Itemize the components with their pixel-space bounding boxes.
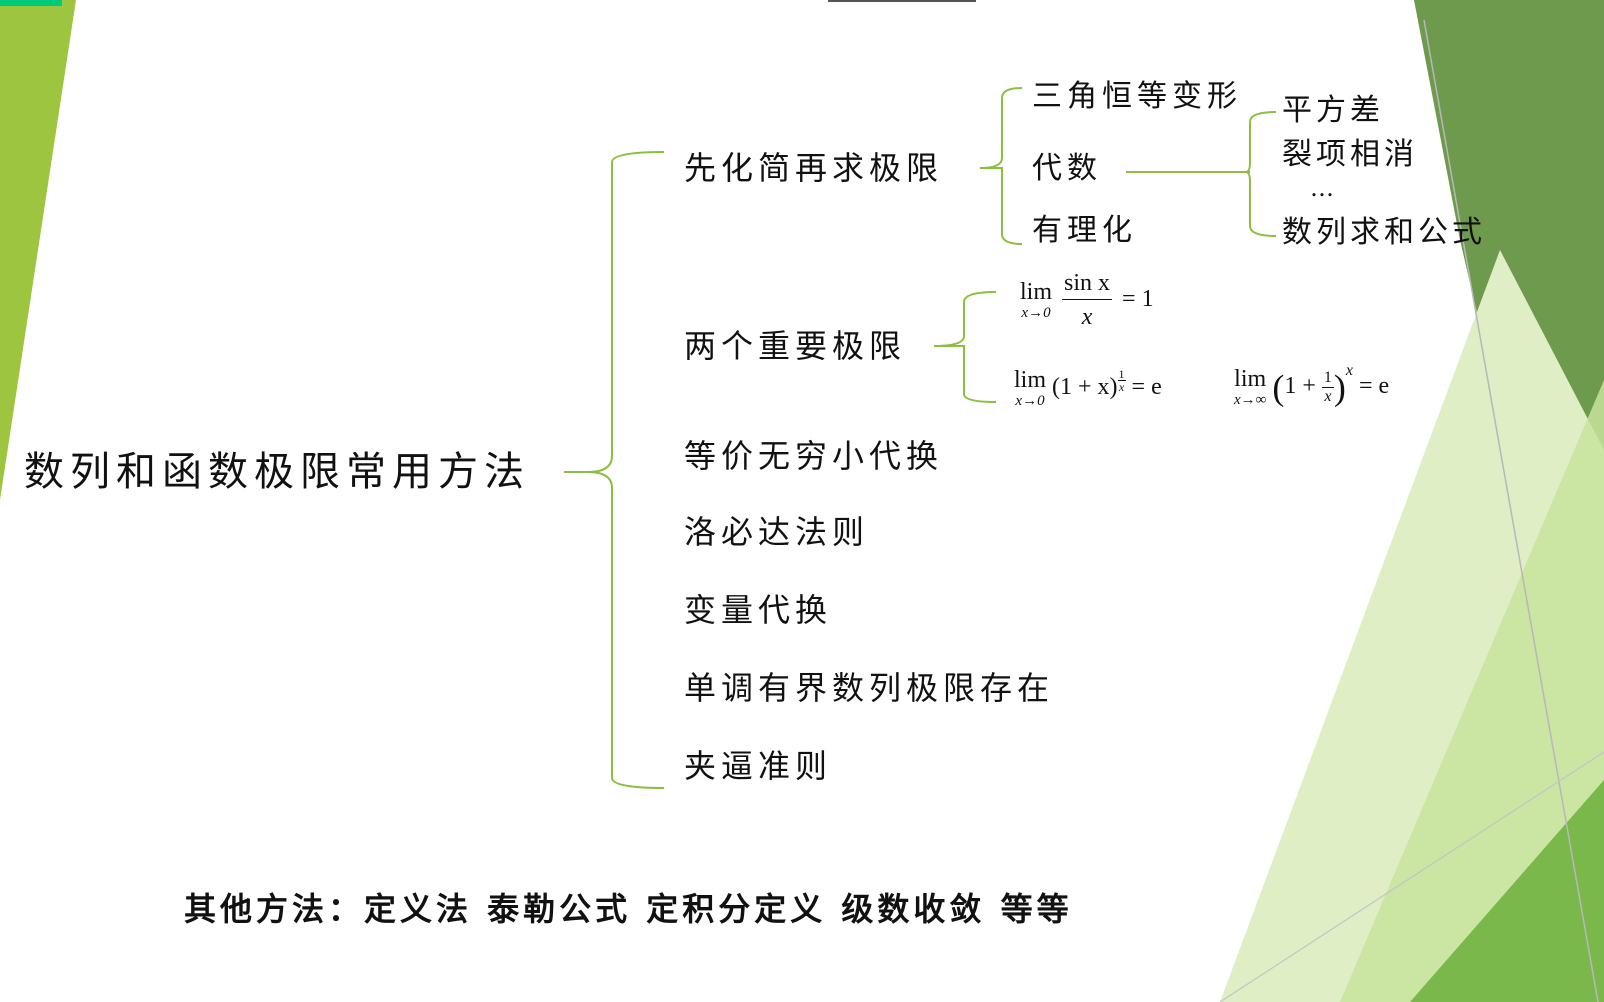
right-light-green-triangle	[1340, 380, 1604, 1002]
branch-squeeze-theorem: 夹逼准则	[684, 747, 833, 785]
node-ellipsis: …	[1310, 174, 1336, 202]
lim-operator: lim x→0	[1020, 278, 1053, 321]
branch-equivalent-infinitesimal: 等价无穷小代换	[684, 437, 944, 475]
node-telescoping: 裂项相消	[1282, 137, 1418, 172]
node-trig-identity: 三角恒等变形	[1032, 79, 1242, 114]
right-mid-green-triangle	[1410, 780, 1604, 1002]
lim-operator: lim x→∞	[1234, 365, 1267, 408]
node-algebra: 代数	[1032, 151, 1102, 186]
branch-monotone-bounded: 单调有界数列极限存在	[684, 669, 1055, 707]
root-bracket	[564, 151, 665, 789]
branch-lhopital-rule: 洛必达法则	[684, 513, 870, 551]
limits-bracket	[933, 291, 997, 403]
guide-line-crossing	[1219, 751, 1604, 1002]
simplify-bracket	[979, 87, 1023, 245]
top-left-accent-block	[0, 0, 62, 6]
algebra-bracket	[1245, 111, 1277, 237]
other-methods-footer: 其他方法：定义法 泰勒公式 定积分定义 级数收敛 等等	[184, 890, 1073, 928]
branch-variable-substitution: 变量代换	[684, 591, 833, 629]
guide-line-diagonal	[1423, 19, 1599, 1002]
node-difference-of-squares: 平方差	[1282, 93, 1384, 128]
node-rationalize: 有理化	[1032, 213, 1137, 248]
branch-two-important-limits: 两个重要极限	[684, 327, 907, 365]
left-accent-strip	[0, 0, 76, 500]
fraction: sin x x	[1062, 270, 1113, 331]
title-underline-bar	[828, 0, 976, 2]
node-series-sum-formula: 数列求和公式	[1282, 215, 1486, 250]
root-node: 数列和函数极限常用方法	[24, 449, 530, 495]
branch-simplify-first: 先化简再求极限	[684, 149, 944, 187]
formula-sinx-over-x: lim x→0 sin x x = 1	[1020, 270, 1154, 331]
lim-operator: lim x→0	[1014, 367, 1047, 409]
